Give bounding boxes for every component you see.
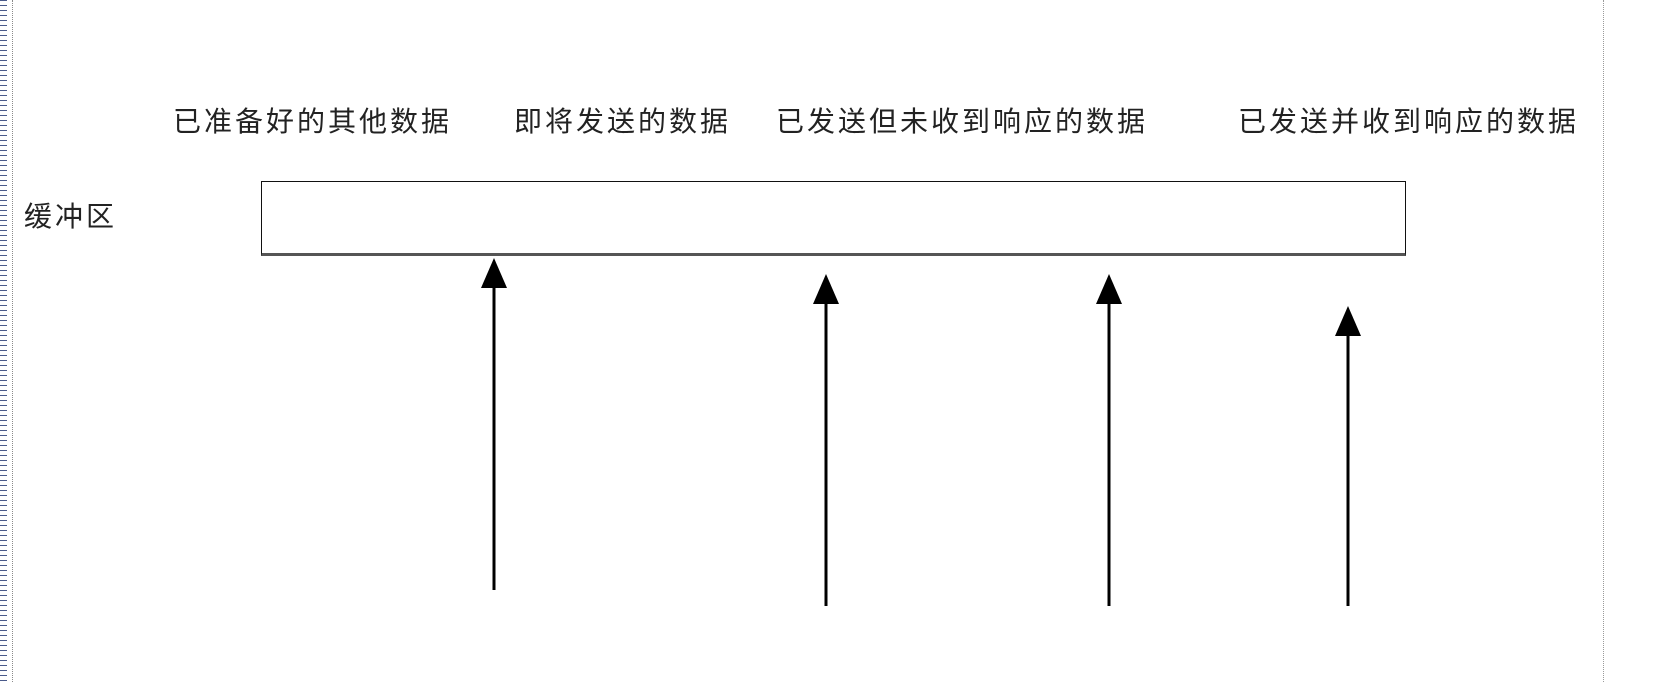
pointer-arrow-1 bbox=[481, 258, 507, 590]
label-sent-unacked-data: 已发送但未收到响应的数据 bbox=[776, 105, 1149, 138]
pointer-arrow-2 bbox=[813, 274, 839, 606]
buffer-label: 缓冲区 bbox=[24, 200, 118, 233]
pointer-arrow-3 bbox=[1096, 274, 1122, 606]
label-sent-acked-data: 已发送并收到响应的数据 bbox=[1238, 105, 1580, 138]
buffer-box bbox=[261, 181, 1406, 256]
pointer-arrow-4 bbox=[1335, 306, 1361, 606]
right-margin-guide bbox=[1603, 0, 1604, 682]
left-ruler bbox=[0, 0, 13, 682]
label-about-to-send-data: 即将发送的数据 bbox=[514, 105, 732, 138]
label-other-ready-data: 已准备好的其他数据 bbox=[173, 105, 453, 138]
